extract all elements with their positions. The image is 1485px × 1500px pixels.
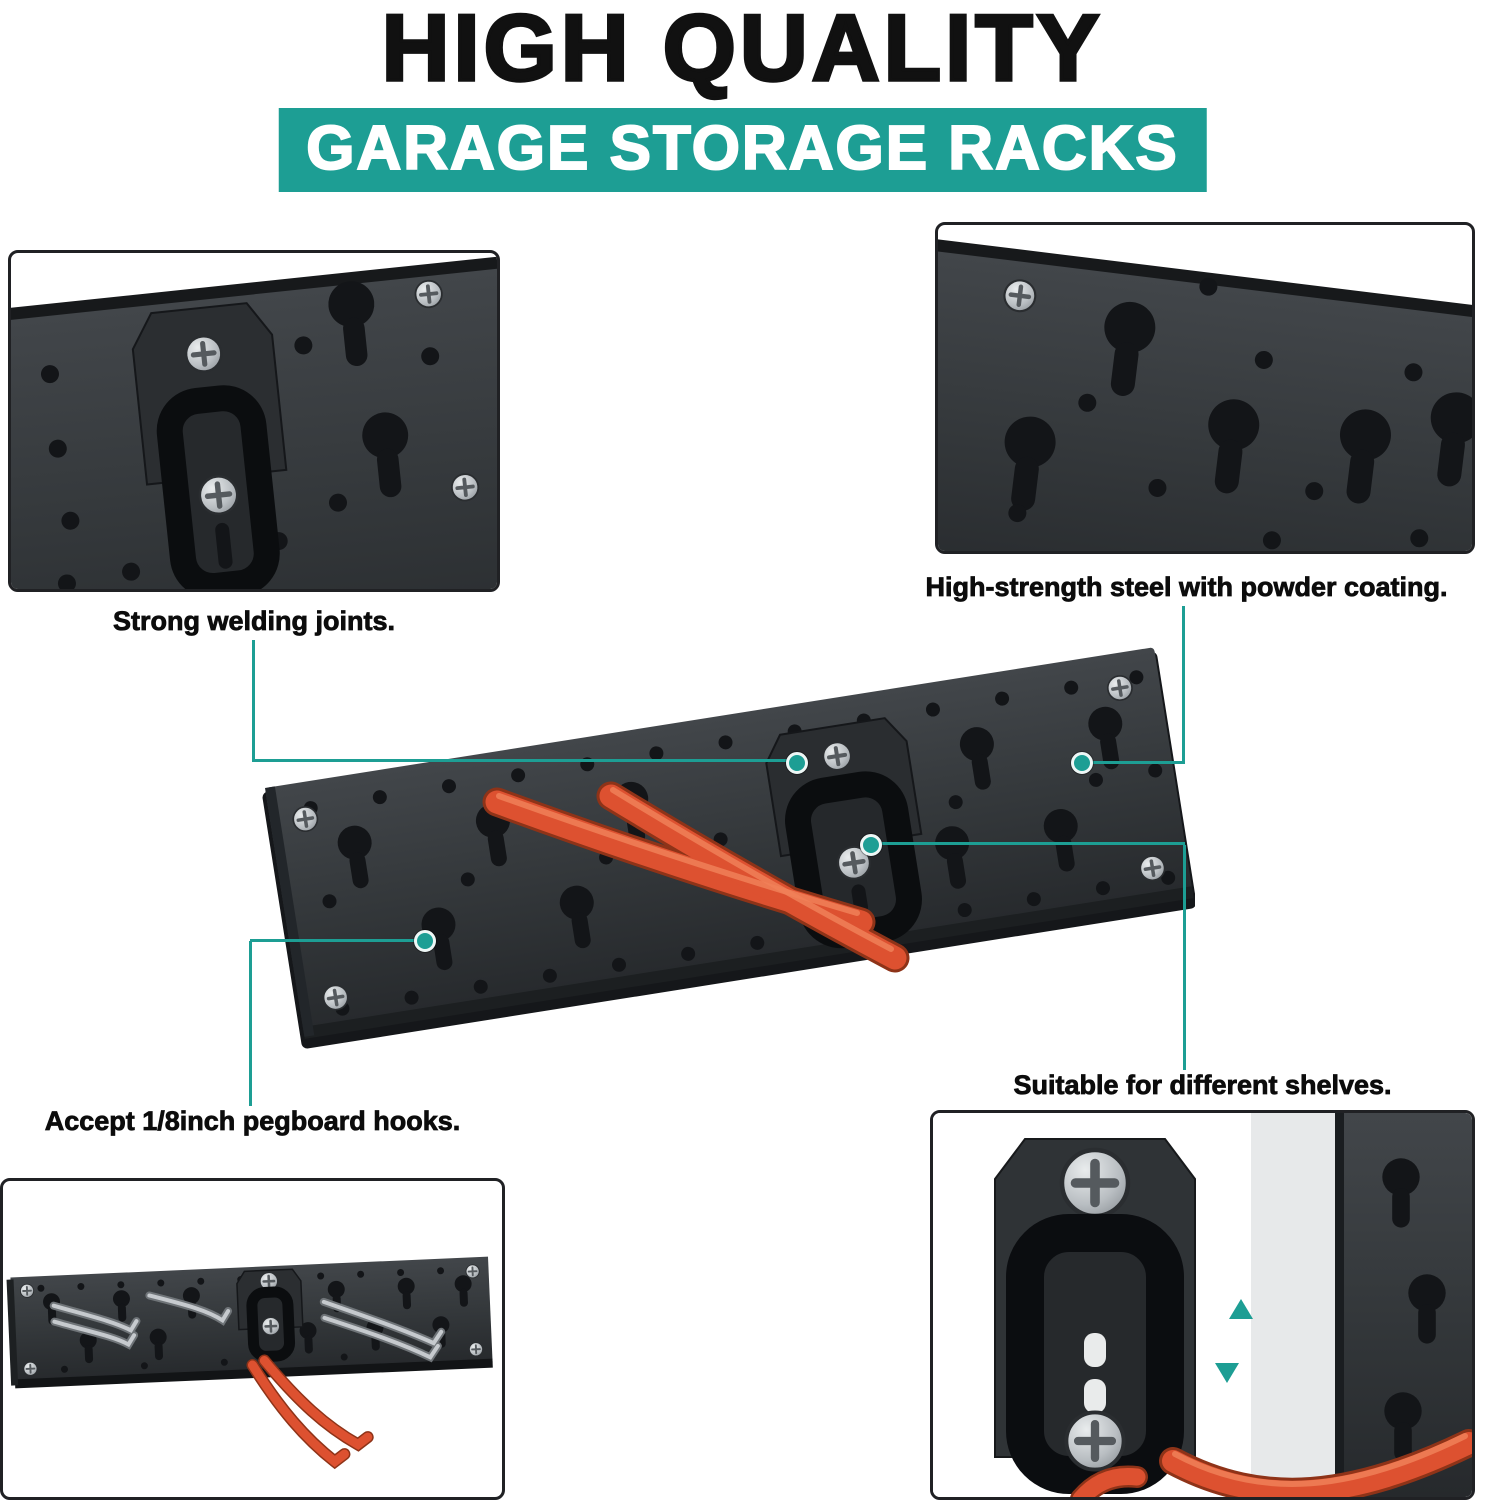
- chrome-hooks: [49, 1291, 446, 1363]
- callout-line: [871, 842, 1185, 845]
- pegboard-hooks-image: [6, 1256, 493, 1470]
- steel-closeup-image: [938, 235, 1472, 551]
- pegboard-hooks-panel: [0, 1178, 505, 1500]
- caption-steel: High-strength steel with powder coating.: [925, 572, 1448, 603]
- main-rack-image: [262, 647, 1195, 1049]
- orange-hooks: [482, 781, 910, 973]
- orange-hook-small: [246, 1354, 374, 1470]
- subtitle-banner: GARAGE STORAGE RACKS: [278, 108, 1207, 192]
- orange-hook-side: [1070, 1429, 1472, 1497]
- shelf-bracket-image: [933, 1113, 1472, 1497]
- page-title: HIGH QUALITY: [380, 0, 1104, 100]
- steel-closeup-panel: [935, 222, 1475, 554]
- callout-line: [249, 941, 252, 1106]
- callout-dot: [786, 752, 808, 774]
- callout-line: [1183, 845, 1186, 1070]
- callout-line: [250, 939, 425, 942]
- caption-shelves: Suitable for different shelves.: [1013, 1070, 1392, 1101]
- caption-pegboard: Accept 1/8inch pegboard hooks.: [44, 1106, 461, 1137]
- callout-dot: [1071, 752, 1093, 774]
- callout-dot: [860, 834, 882, 856]
- callout-line: [1082, 761, 1185, 764]
- arrow-down-icon: [1215, 1363, 1239, 1383]
- arrow-up-icon: [1229, 1299, 1253, 1319]
- weld-closeup-image: [11, 253, 497, 589]
- callout-line: [1182, 606, 1185, 764]
- weld-closeup-panel: [8, 250, 500, 592]
- shelf-bracket-panel: [930, 1110, 1475, 1500]
- caption-welding: Strong welding joints.: [113, 606, 396, 637]
- callout-line: [252, 640, 255, 761]
- callout-dot: [414, 930, 436, 952]
- callout-line: [252, 759, 797, 762]
